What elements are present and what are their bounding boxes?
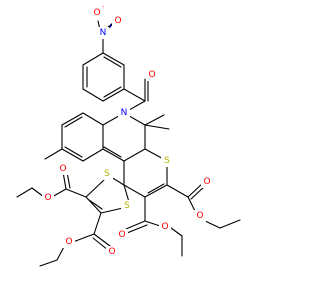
molecule-diagram: O - N + O O N S S S O O O O O O O O <box>16 3 241 267</box>
ring-s-label: S <box>164 156 170 166</box>
ring-n-label: N <box>121 108 128 118</box>
ester-right-o-ether-label: O <box>196 211 203 221</box>
ester-mid-o-carbonyl-label: O <box>118 230 125 240</box>
structure-svg: O - N + O O N S S S O O O O O O O O <box>16 3 241 267</box>
nitro-o-double-label: O <box>114 16 121 26</box>
nitro-n-charge: + <box>108 23 113 30</box>
ester-bottom-o-carbonyl-label: O <box>108 247 115 257</box>
dithiole-s-left-label: S <box>104 169 110 179</box>
ester-left-o-ether-label: O <box>44 193 51 203</box>
bond-skeleton <box>16 20 241 267</box>
ester-bottom-o-ether-label: O <box>65 237 72 247</box>
ester-left-o-carbonyl-label: O <box>59 164 66 174</box>
dithiole-s-right-label: S <box>124 201 130 211</box>
nitro-n-label: N <box>100 28 107 38</box>
nitro-o-minus-label: O <box>93 8 100 18</box>
ester-mid-o-ether-label: O <box>161 222 168 232</box>
nitro-o-minus-charge: - <box>102 3 104 10</box>
ester-right-o-carbonyl-label: O <box>203 177 210 187</box>
atom-labels: O - N + O O N S S S O O O O O O O O <box>42 3 213 258</box>
amide-o-label: O <box>148 70 155 80</box>
